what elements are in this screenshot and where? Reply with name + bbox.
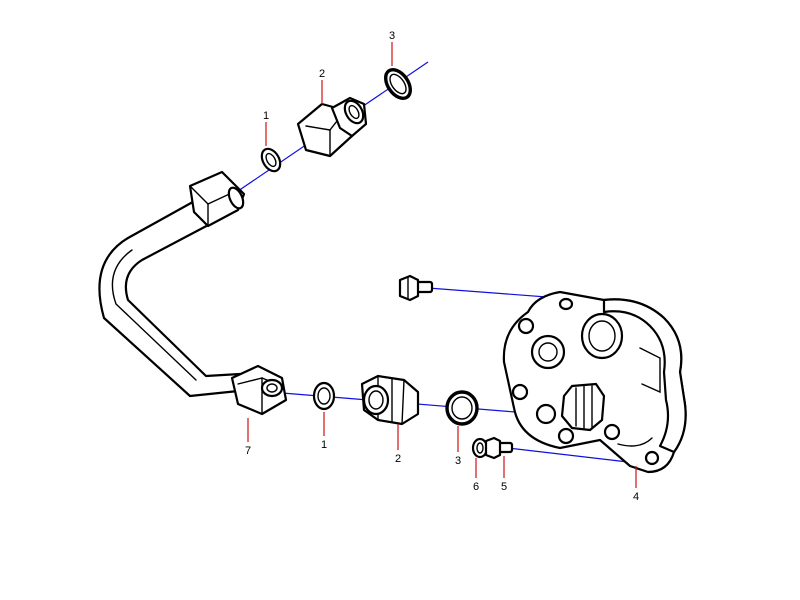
- leader-lines: [247, 42, 637, 488]
- callout-1-upper-washer: 1: [263, 110, 269, 122]
- pipe-highlight: [111, 249, 197, 381]
- callout-2-lower-fitting: 2: [395, 453, 401, 465]
- upper-bolt: [398, 274, 434, 302]
- lower-o-ring: [445, 390, 479, 426]
- housing-back: [602, 298, 687, 454]
- housing-upper-port: [580, 312, 624, 360]
- upper-washer: [260, 147, 282, 173]
- callout-5-bolt: 5: [501, 481, 507, 493]
- callout-labels: 1 2 3 7 1 2 3 6 5 4: [245, 30, 639, 503]
- callout-6-washer: 6: [473, 481, 479, 493]
- pipe-lower-nut: [230, 364, 288, 416]
- axis-bolt-upper: [427, 287, 561, 299]
- callout-2-upper-fitting: 2: [319, 68, 325, 80]
- pipe-tube: [98, 196, 250, 398]
- callout-7-pipe: 7: [245, 445, 251, 457]
- lower-bolt: [484, 436, 514, 460]
- housing-shaft-opening: [560, 382, 606, 432]
- lower-union-fitting: [360, 374, 420, 426]
- upper-o-ring: [383, 67, 413, 101]
- pipe-upper-nut: [188, 170, 246, 228]
- axis-bolt-lower: [507, 447, 629, 463]
- lower-small-washer: [471, 437, 489, 459]
- housing-side-port: [530, 334, 566, 370]
- callout-4-housing: 4: [633, 491, 639, 503]
- bent-pipe: [98, 170, 288, 416]
- callout-3-upper-o-ring: 3: [389, 30, 395, 42]
- lower-washer: [312, 381, 336, 411]
- callout-1-lower-washer: 1: [321, 439, 327, 451]
- pump-housing: [502, 290, 687, 474]
- upper-union-fitting: [296, 96, 368, 158]
- callout-3-lower-o-ring: 3: [455, 455, 461, 467]
